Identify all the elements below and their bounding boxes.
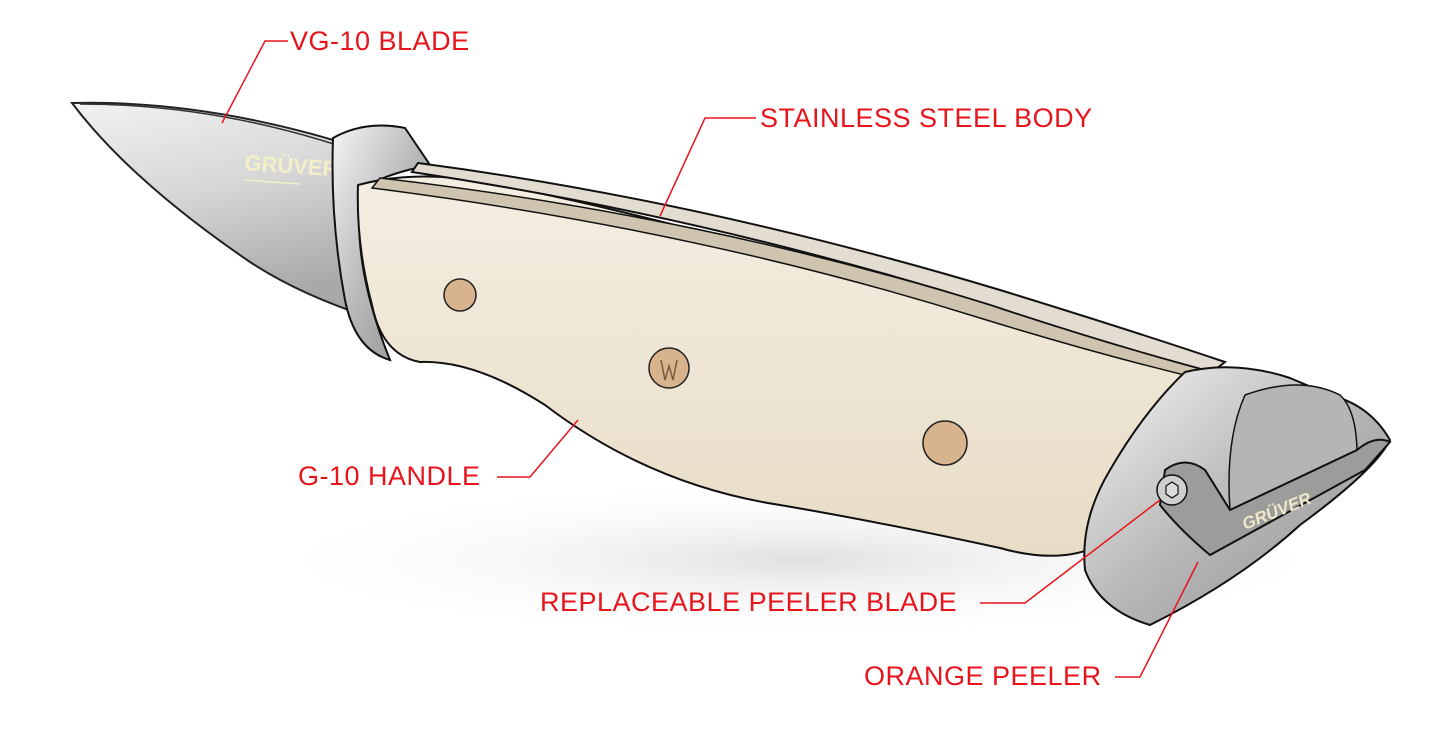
handle-pin	[443, 278, 477, 312]
replaceable-peeler-blade	[1158, 438, 1392, 557]
hex-socket-icon	[1165, 481, 1179, 499]
blade	[70, 101, 374, 320]
callout-blade: VG-10 BLADE	[290, 26, 470, 56]
callout-orange-peeler: ORANGE PEELER	[864, 661, 1102, 691]
callout-handle: G-10 HANDLE	[298, 461, 481, 491]
leader-handle	[497, 419, 579, 478]
blade-spine	[79, 103, 341, 147]
blade-logo-underline	[243, 179, 301, 185]
callout-peeler-blade: REPLACEABLE PEELER BLADE	[540, 587, 958, 617]
peeler-top	[1228, 384, 1358, 512]
handle-pin	[922, 420, 968, 466]
leader-body	[659, 117, 756, 217]
leader-blade	[221, 40, 288, 124]
leader-orange-peeler	[1115, 561, 1199, 678]
callout-body: STAINLESS STEEL BODY	[760, 103, 1093, 133]
pin-logo-mark	[660, 359, 678, 381]
leader-peeler-blade	[980, 499, 1161, 604]
